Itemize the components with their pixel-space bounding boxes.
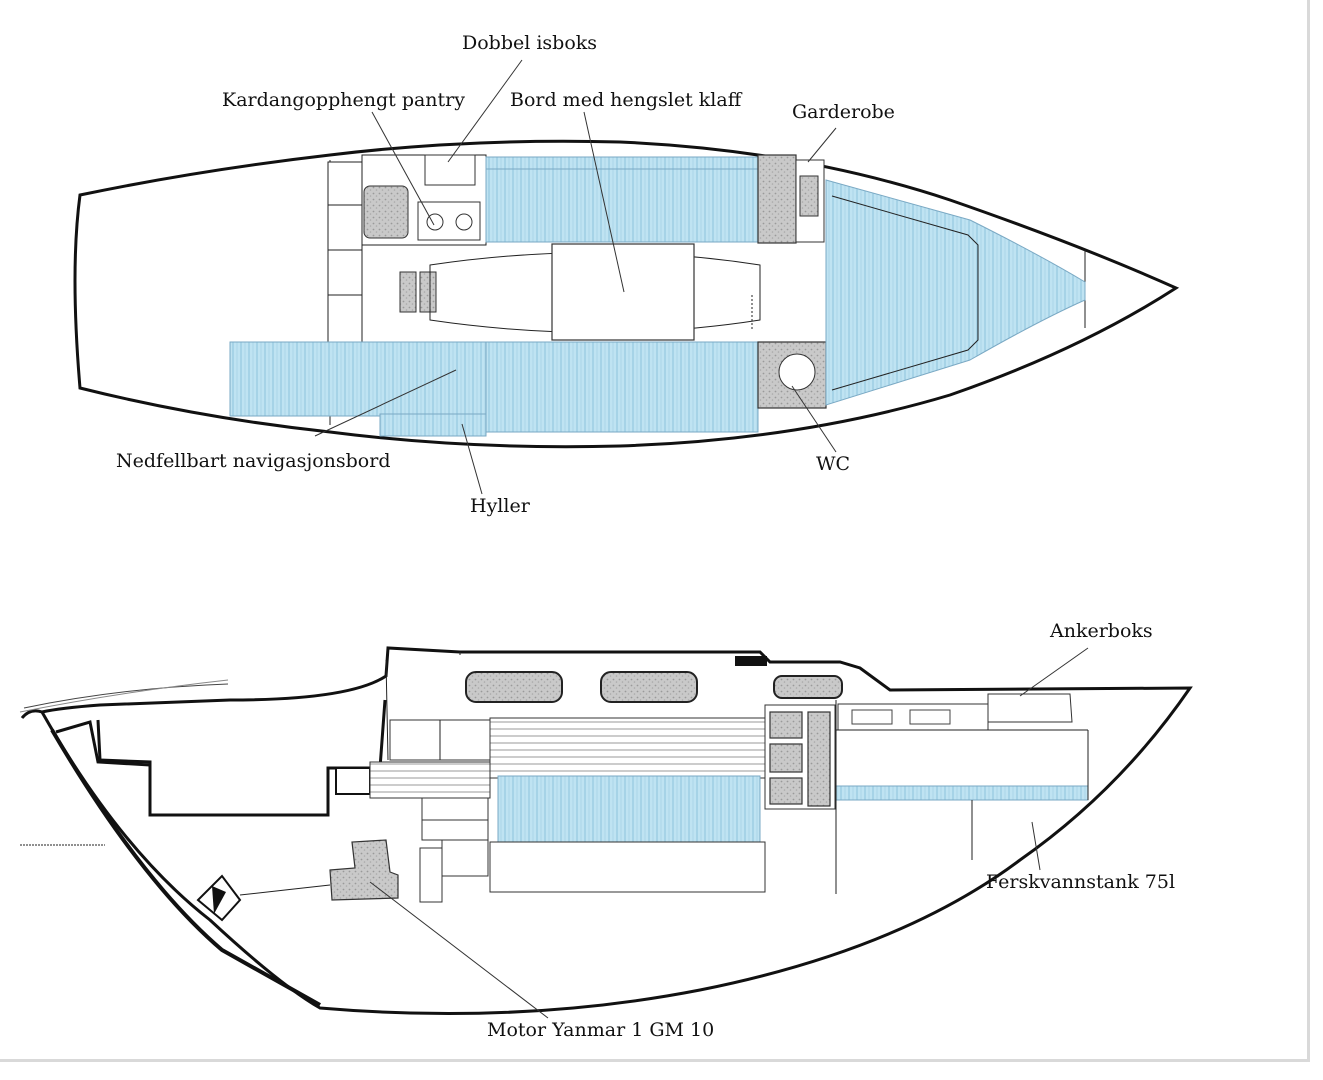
label-ferskvannstank: Ferskvannstank 75l bbox=[986, 871, 1175, 893]
icebox bbox=[424, 154, 476, 186]
settee-port bbox=[485, 341, 759, 433]
companionway-steps bbox=[327, 161, 363, 343]
anchor-locker bbox=[987, 693, 1073, 723]
label-dobbel-isboks: Dobbel isboks bbox=[462, 32, 597, 54]
sink bbox=[363, 185, 409, 239]
quarter-berth bbox=[229, 341, 487, 417]
label-ankerboks: Ankerboks bbox=[1049, 620, 1153, 642]
label-motor: Motor Yanmar 1 GM 10 bbox=[487, 1019, 714, 1041]
v-berth bbox=[825, 179, 1086, 406]
settee-starboard bbox=[485, 159, 759, 243]
saloon-settee-profile bbox=[497, 775, 761, 843]
stove bbox=[417, 201, 481, 241]
label-hyller: Hyller bbox=[470, 495, 531, 517]
label-bord-med-hengslet-klaff: Bord med hengslet klaff bbox=[510, 89, 743, 111]
porthole-2 bbox=[600, 671, 698, 703]
label-garderobe: Garderobe bbox=[792, 101, 895, 123]
saloon-table bbox=[551, 243, 695, 341]
label-nedfellbart-navigasjonsbord: Nedfellbart navigasjonsbord bbox=[116, 450, 391, 472]
porthole-1 bbox=[465, 671, 563, 703]
leader-lines bbox=[314, 59, 1089, 1019]
plan-view bbox=[73, 139, 1180, 449]
label-kardangopphengt-pantry: Kardangopphengt pantry bbox=[222, 89, 465, 111]
rudder bbox=[50, 728, 321, 1007]
profile-view bbox=[19, 646, 1193, 1016]
v-berth-profile bbox=[835, 785, 1089, 801]
wardrobe bbox=[757, 154, 797, 244]
wc-bowl bbox=[778, 353, 816, 391]
porthole-3 bbox=[773, 675, 843, 699]
engine bbox=[329, 839, 399, 901]
saloon-backrest bbox=[489, 717, 766, 779]
label-wc: WC bbox=[816, 453, 850, 475]
